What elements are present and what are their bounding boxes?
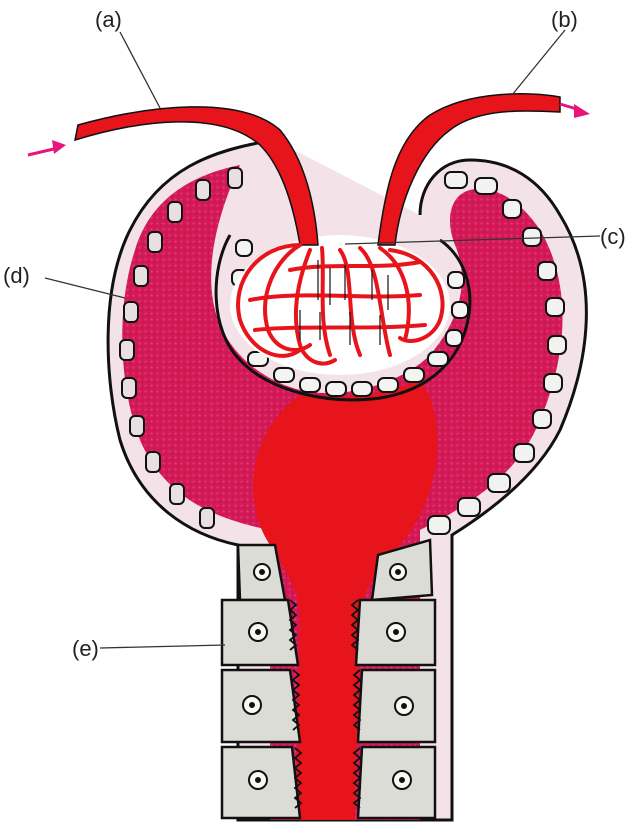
label-b: (b)	[551, 7, 578, 32]
label-c: (c)	[600, 224, 626, 249]
label-d: (d)	[3, 263, 30, 288]
label-e: (e)	[72, 636, 99, 661]
flow-arrow-out	[560, 104, 590, 118]
label-a: (a)	[95, 7, 122, 32]
flow-arrow-in	[28, 140, 66, 155]
